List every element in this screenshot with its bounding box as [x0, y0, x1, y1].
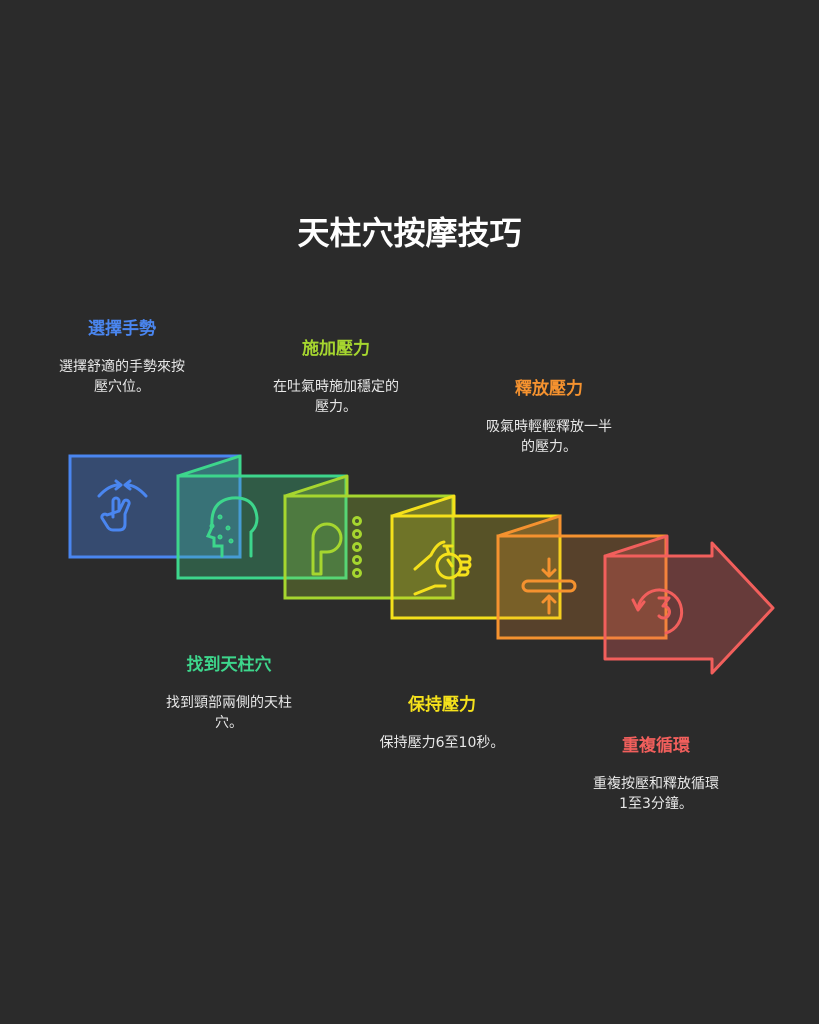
- step-desc: 找到頸部兩側的天柱: [166, 695, 292, 711]
- step-release-pressure: 釋放壓力 吸氣時輕輕釋放一半的壓力。: [449, 374, 649, 457]
- step-desc: 在吐氣時施加穩定的: [273, 379, 399, 395]
- step-title: 找到天柱穴: [186, 655, 272, 675]
- panel-hold-pressure: [390, 494, 562, 620]
- page-title: 天柱穴按摩技巧: [297, 214, 522, 252]
- panel-apply-pressure: [283, 474, 455, 600]
- head-acupoints-icon: [205, 496, 259, 558]
- step-desc: 吸氣時輕輕釋放一半: [486, 419, 612, 435]
- pressure-points-icon: [311, 516, 362, 578]
- step-choose-gesture: 選擇手勢 選擇舒適的手勢來按壓穴位。: [22, 314, 222, 397]
- step-title: 釋放壓力: [515, 379, 583, 399]
- step-title: 選擇手勢: [88, 319, 156, 339]
- step-title: 重複循環: [622, 736, 690, 756]
- step-desc: 重複按壓和釋放循環: [593, 776, 719, 792]
- step-desc: 選擇舒適的手勢來按: [59, 359, 185, 375]
- step-desc: 保持壓力6至10秒。: [379, 735, 505, 751]
- panel-release-pressure: [496, 514, 668, 640]
- step-desc: 壓穴位。: [94, 379, 150, 395]
- panel-choose-gesture: [68, 454, 242, 559]
- repeat-three-icon: [631, 588, 684, 635]
- panel-repeat-cycle: [603, 534, 775, 675]
- compress-icon: [521, 557, 577, 615]
- step-apply-pressure: 施加壓力 在吐氣時施加穩定的壓力。: [236, 334, 436, 417]
- step-desc: 壓力。: [315, 399, 357, 415]
- step-repeat-cycle: 重複循環 重複按壓和釋放循環 1至3分鐘。: [556, 731, 756, 814]
- step-find-point: 找到天柱穴 找到頸部兩側的天柱穴。: [129, 650, 329, 733]
- hand-timer-icon: [413, 540, 472, 596]
- pinch-gesture-icon: [97, 479, 148, 532]
- step-title: 保持壓力: [408, 695, 476, 715]
- step-desc: 1至3分鐘。: [619, 796, 693, 812]
- step-desc: 的壓力。: [521, 439, 577, 455]
- step-hold-pressure: 保持壓力 保持壓力6至10秒。: [342, 690, 542, 753]
- step-title: 施加壓力: [302, 339, 370, 359]
- step-desc: 穴。: [215, 715, 243, 731]
